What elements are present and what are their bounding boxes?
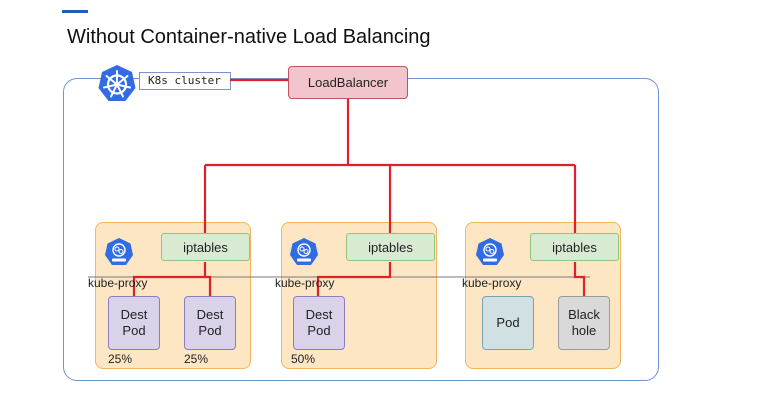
pod-label: Dest Pod	[305, 307, 333, 338]
pod: Pod	[482, 296, 534, 350]
dest-pod: Dest Pod	[184, 296, 236, 350]
traffic-share: 50%	[291, 352, 316, 366]
traffic-share: 25%	[108, 352, 133, 366]
diagram-title: Without Container-native Load Balancing	[67, 26, 431, 48]
iptables-box: iptables	[161, 233, 250, 261]
pod-label: Dest Pod	[120, 307, 148, 338]
kube-proxy-label: kube-proxy	[462, 276, 522, 290]
pod-label: Dest Pod	[196, 307, 224, 338]
load-balancer: LoadBalancer	[288, 66, 408, 99]
dest-pod: Dest Pod	[293, 296, 345, 350]
pod-label: Black hole	[568, 307, 600, 338]
iptables-box: iptables	[530, 233, 619, 261]
pod-label: Pod	[496, 315, 520, 330]
dest-pod: Dest Pod	[108, 296, 160, 350]
black-hole-pod: Black hole	[558, 296, 610, 350]
kube-proxy-icon	[105, 238, 133, 265]
iptables-box: iptables	[346, 233, 435, 261]
traffic-share: 25%	[184, 352, 209, 366]
cluster-label: K8s cluster	[139, 72, 231, 90]
accent-line	[62, 10, 88, 13]
kubernetes-wheel-icon	[98, 65, 136, 101]
kube-proxy-label: kube-proxy	[88, 276, 148, 290]
kube-proxy-label: kube-proxy	[275, 276, 335, 290]
kube-proxy-icon	[476, 238, 504, 265]
kube-proxy-icon	[290, 238, 318, 265]
